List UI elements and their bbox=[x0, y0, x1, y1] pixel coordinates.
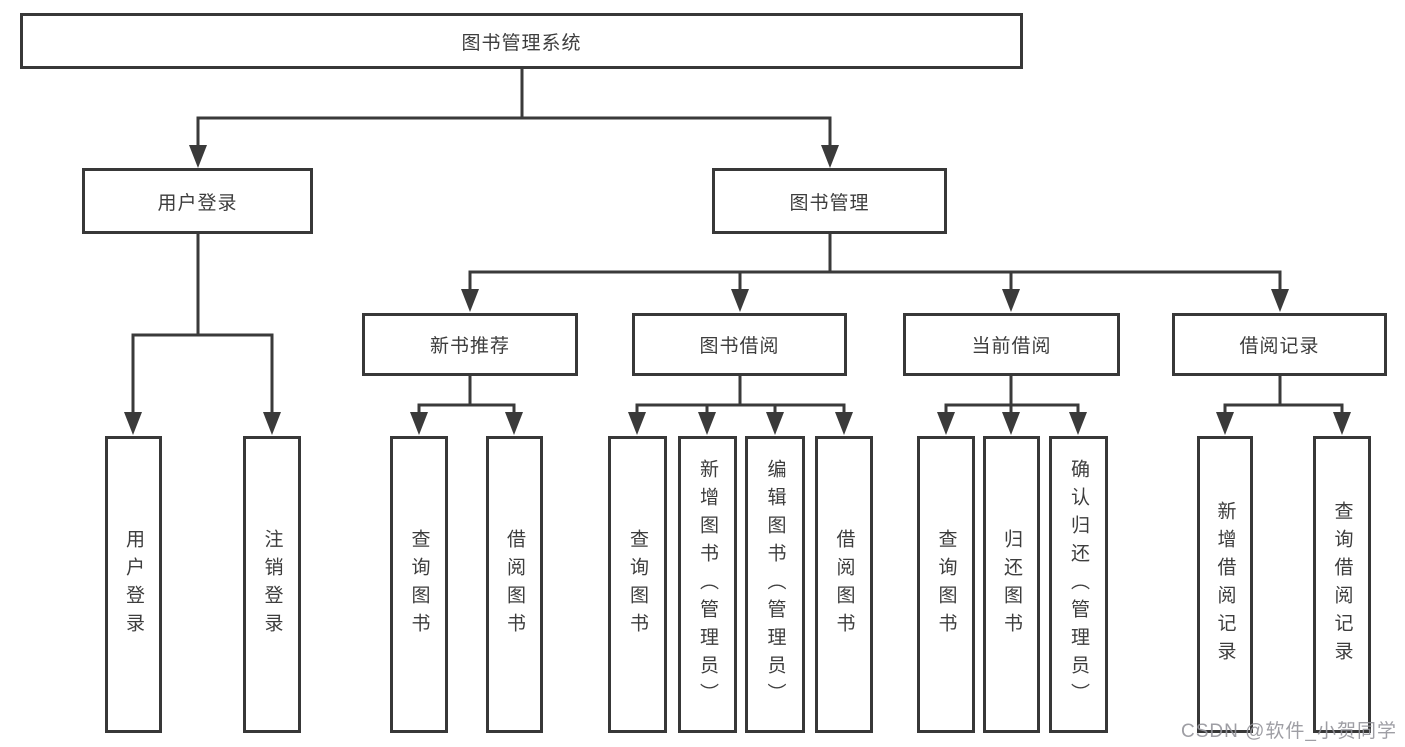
leaf-bb-query-books: 查询图书 bbox=[608, 436, 667, 733]
node-new-book-recommend-label: 新书推荐 bbox=[429, 336, 510, 357]
leaf-bb-edit-books-admin-label: 编辑图书（管理员） bbox=[764, 458, 786, 711]
leaf-logout-label: 注销登录 bbox=[261, 528, 283, 641]
leaf-nbr-borrow-books: 借阅图书 bbox=[486, 436, 543, 733]
connector-userlogin-branch bbox=[131, 234, 274, 420]
arrowhead bbox=[1002, 289, 1020, 312]
arrowhead bbox=[821, 145, 839, 168]
node-book-management-label: 图书管理 bbox=[789, 192, 870, 214]
arrowhead bbox=[189, 145, 207, 168]
arrowhead bbox=[461, 289, 479, 312]
node-root-label: 图书管理系统 bbox=[461, 32, 582, 54]
node-user-login: 用户登录 bbox=[82, 168, 313, 234]
leaf-nbr-query-books-label: 查询图书 bbox=[408, 528, 430, 641]
arrowhead bbox=[1002, 412, 1020, 435]
leaf-cb-query-books: 查询图书 bbox=[917, 436, 975, 733]
leaf-br-add-record: 新增借阅记录 bbox=[1197, 436, 1253, 733]
node-book-borrow-label: 图书借阅 bbox=[699, 336, 780, 357]
connector-root-to-level2 bbox=[196, 69, 832, 150]
leaf-cb-confirm-return-admin-label: 确认归还（管理员） bbox=[1068, 458, 1089, 711]
leaf-cb-return-books-label: 归还图书 bbox=[1001, 528, 1022, 641]
leaf-bb-borrow-books: 借阅图书 bbox=[815, 436, 873, 733]
arrowhead bbox=[124, 412, 142, 435]
connector-newbook-branch bbox=[417, 376, 516, 420]
leaf-bb-add-books-admin: 新增图书（管理员） bbox=[678, 436, 737, 733]
arrowhead bbox=[1069, 412, 1087, 435]
leaf-br-add-record-label: 新增借阅记录 bbox=[1214, 500, 1236, 669]
leaf-user-login: 用户登录 bbox=[105, 436, 162, 733]
connector-bookborrow-branch bbox=[635, 376, 846, 420]
leaf-cb-query-books-label: 查询图书 bbox=[935, 528, 957, 641]
node-current-borrow-label: 当前借阅 bbox=[971, 336, 1052, 357]
node-borrow-records: 借阅记录 bbox=[1172, 313, 1387, 376]
node-borrow-records-label: 借阅记录 bbox=[1239, 336, 1320, 357]
node-book-borrow: 图书借阅 bbox=[632, 313, 847, 376]
arrowhead bbox=[698, 412, 716, 435]
arrowhead bbox=[410, 412, 428, 435]
connector-records-branch bbox=[1223, 376, 1344, 420]
node-new-book-recommend: 新书推荐 bbox=[362, 313, 578, 376]
leaf-nbr-borrow-books-label: 借阅图书 bbox=[504, 528, 525, 641]
arrowhead bbox=[1271, 289, 1289, 312]
leaf-br-query-record-label: 查询借阅记录 bbox=[1331, 500, 1353, 669]
arrowhead bbox=[1216, 412, 1234, 435]
arrowhead bbox=[628, 412, 646, 435]
leaf-logout: 注销登录 bbox=[243, 436, 301, 733]
leaf-nbr-query-books: 查询图书 bbox=[390, 436, 448, 733]
arrowhead bbox=[505, 412, 523, 435]
arrowhead bbox=[766, 412, 784, 435]
arrowhead bbox=[731, 289, 749, 312]
leaf-cb-return-books: 归还图书 bbox=[983, 436, 1040, 733]
leaf-bb-query-books-label: 查询图书 bbox=[627, 528, 648, 641]
csdn-watermark: CSDN @软件_小贺同学 bbox=[1181, 721, 1397, 742]
arrowhead bbox=[937, 412, 955, 435]
connector-bookmgmt-branch bbox=[468, 234, 1282, 295]
node-current-borrow: 当前借阅 bbox=[903, 313, 1120, 376]
arrowhead bbox=[1333, 412, 1351, 435]
arrowhead bbox=[263, 412, 281, 435]
node-user-login-label: 用户登录 bbox=[157, 192, 238, 214]
leaf-br-query-record: 查询借阅记录 bbox=[1313, 436, 1371, 733]
leaf-cb-confirm-return-admin: 确认归还（管理员） bbox=[1049, 436, 1108, 733]
leaf-bb-add-books-admin-label: 新增图书（管理员） bbox=[697, 458, 718, 711]
leaf-user-login-label: 用户登录 bbox=[123, 528, 144, 641]
node-book-management: 图书管理 bbox=[712, 168, 947, 234]
node-root: 图书管理系统 bbox=[20, 13, 1023, 69]
leaf-bb-edit-books-admin: 编辑图书（管理员） bbox=[745, 436, 805, 733]
leaf-bb-borrow-books-label: 借阅图书 bbox=[833, 528, 855, 641]
arrowhead bbox=[835, 412, 853, 435]
